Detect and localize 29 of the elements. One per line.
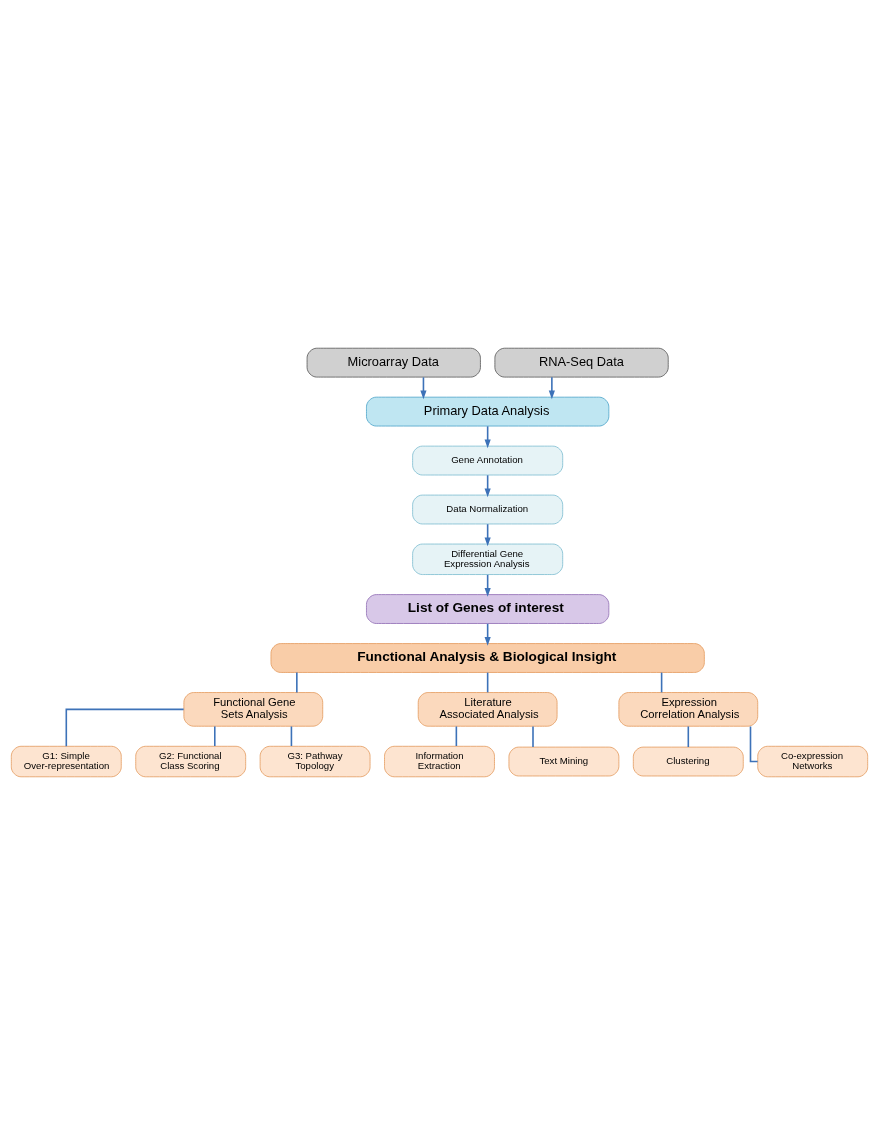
node-box: Co-expression Networks (757, 745, 869, 777)
node-box: Microarray Data (306, 347, 481, 377)
node-box: Data Normalization (412, 494, 564, 524)
node-box: G3: Pathway Topology (259, 745, 371, 777)
connector (296, 671, 298, 693)
node-box: Expression Correlation Analysis (618, 691, 759, 727)
connector (749, 725, 759, 762)
node-box: Functional Gene Sets Analysis (183, 691, 324, 727)
connector (687, 725, 690, 748)
connector (532, 725, 534, 748)
connector (213, 725, 216, 747)
node-box: Functional Analysis & Biological Insight (270, 642, 705, 673)
node-box: RNA-Seq Data (494, 347, 669, 377)
node-box: Clustering (632, 746, 744, 776)
node-box: Primary Data Analysis (366, 396, 610, 426)
node-box: G2: Functional Class Scoring (135, 745, 247, 777)
node-box: G1: Simple Over-representation (10, 745, 122, 777)
node-box: Information Extraction (384, 745, 495, 777)
connector (486, 671, 489, 693)
node-box: List of Genes of interest (366, 593, 610, 624)
connector (290, 725, 293, 747)
node-box: Literature Associated Analysis (417, 691, 558, 727)
node-box: Differential Gene Expression Analysis (412, 543, 564, 575)
node-box: Gene Annotation (412, 445, 564, 475)
connector (65, 708, 185, 747)
connector (660, 671, 663, 693)
arrow (548, 376, 555, 399)
node-box: Text Mining (508, 746, 620, 776)
connector (455, 725, 458, 747)
